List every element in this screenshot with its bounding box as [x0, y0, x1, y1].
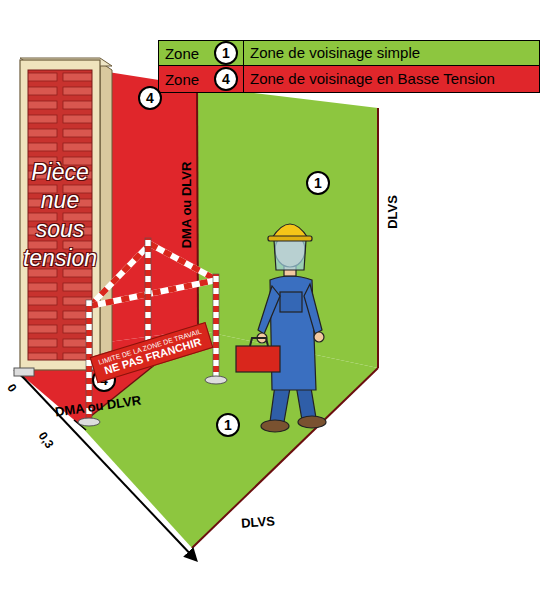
helmet-brim	[268, 236, 312, 241]
zone-edge	[197, 86, 198, 330]
zone-edge	[192, 368, 378, 548]
legend-text: Zone de voisinage en Basse Tension	[250, 70, 495, 87]
legend-divider	[243, 41, 244, 65]
callout-number: 1	[214, 41, 238, 65]
worker	[236, 224, 326, 432]
post-base	[78, 418, 100, 426]
bib	[280, 292, 302, 312]
arm	[304, 284, 322, 334]
tape	[150, 244, 217, 280]
post-base	[205, 376, 227, 384]
toolbox-handle	[250, 338, 268, 346]
hand	[314, 332, 324, 342]
node-text: Pièce nue sous tension	[18, 158, 102, 273]
tape	[90, 280, 217, 306]
green-floor	[80, 330, 378, 548]
boot	[298, 416, 326, 428]
cabinet-base	[14, 368, 34, 376]
tape	[90, 280, 217, 306]
cabinet	[14, 58, 112, 376]
callout-number: 1	[306, 171, 330, 195]
callout-number: 4	[138, 86, 162, 110]
legend-zone: Zone	[165, 72, 199, 87]
callout-number: 1	[216, 413, 240, 437]
live-cabinet: Pièce nue sous tension	[18, 158, 102, 273]
callout-number: 4	[214, 67, 238, 91]
distance-label: DMA ou DLVR	[180, 162, 193, 249]
dimension: 0	[5, 382, 19, 394]
arm	[258, 286, 280, 334]
distance-label: DLVS	[241, 514, 276, 529]
legend-divider	[243, 66, 244, 92]
cabinet-side	[100, 62, 112, 370]
toolbox	[236, 346, 280, 372]
post	[213, 274, 219, 378]
barrier	[78, 238, 227, 426]
axis-arrow	[20, 374, 196, 560]
dimension: 0,3	[36, 430, 55, 451]
legend-text: Zone de voisinage simple	[250, 44, 420, 61]
face-shield	[274, 240, 306, 270]
tape	[150, 244, 217, 280]
cabinet-panel	[28, 70, 92, 360]
boot	[261, 420, 289, 432]
zone-edge	[377, 108, 379, 368]
distance-label: DLVS	[386, 195, 399, 229]
legend-zone: Zone	[165, 46, 199, 61]
